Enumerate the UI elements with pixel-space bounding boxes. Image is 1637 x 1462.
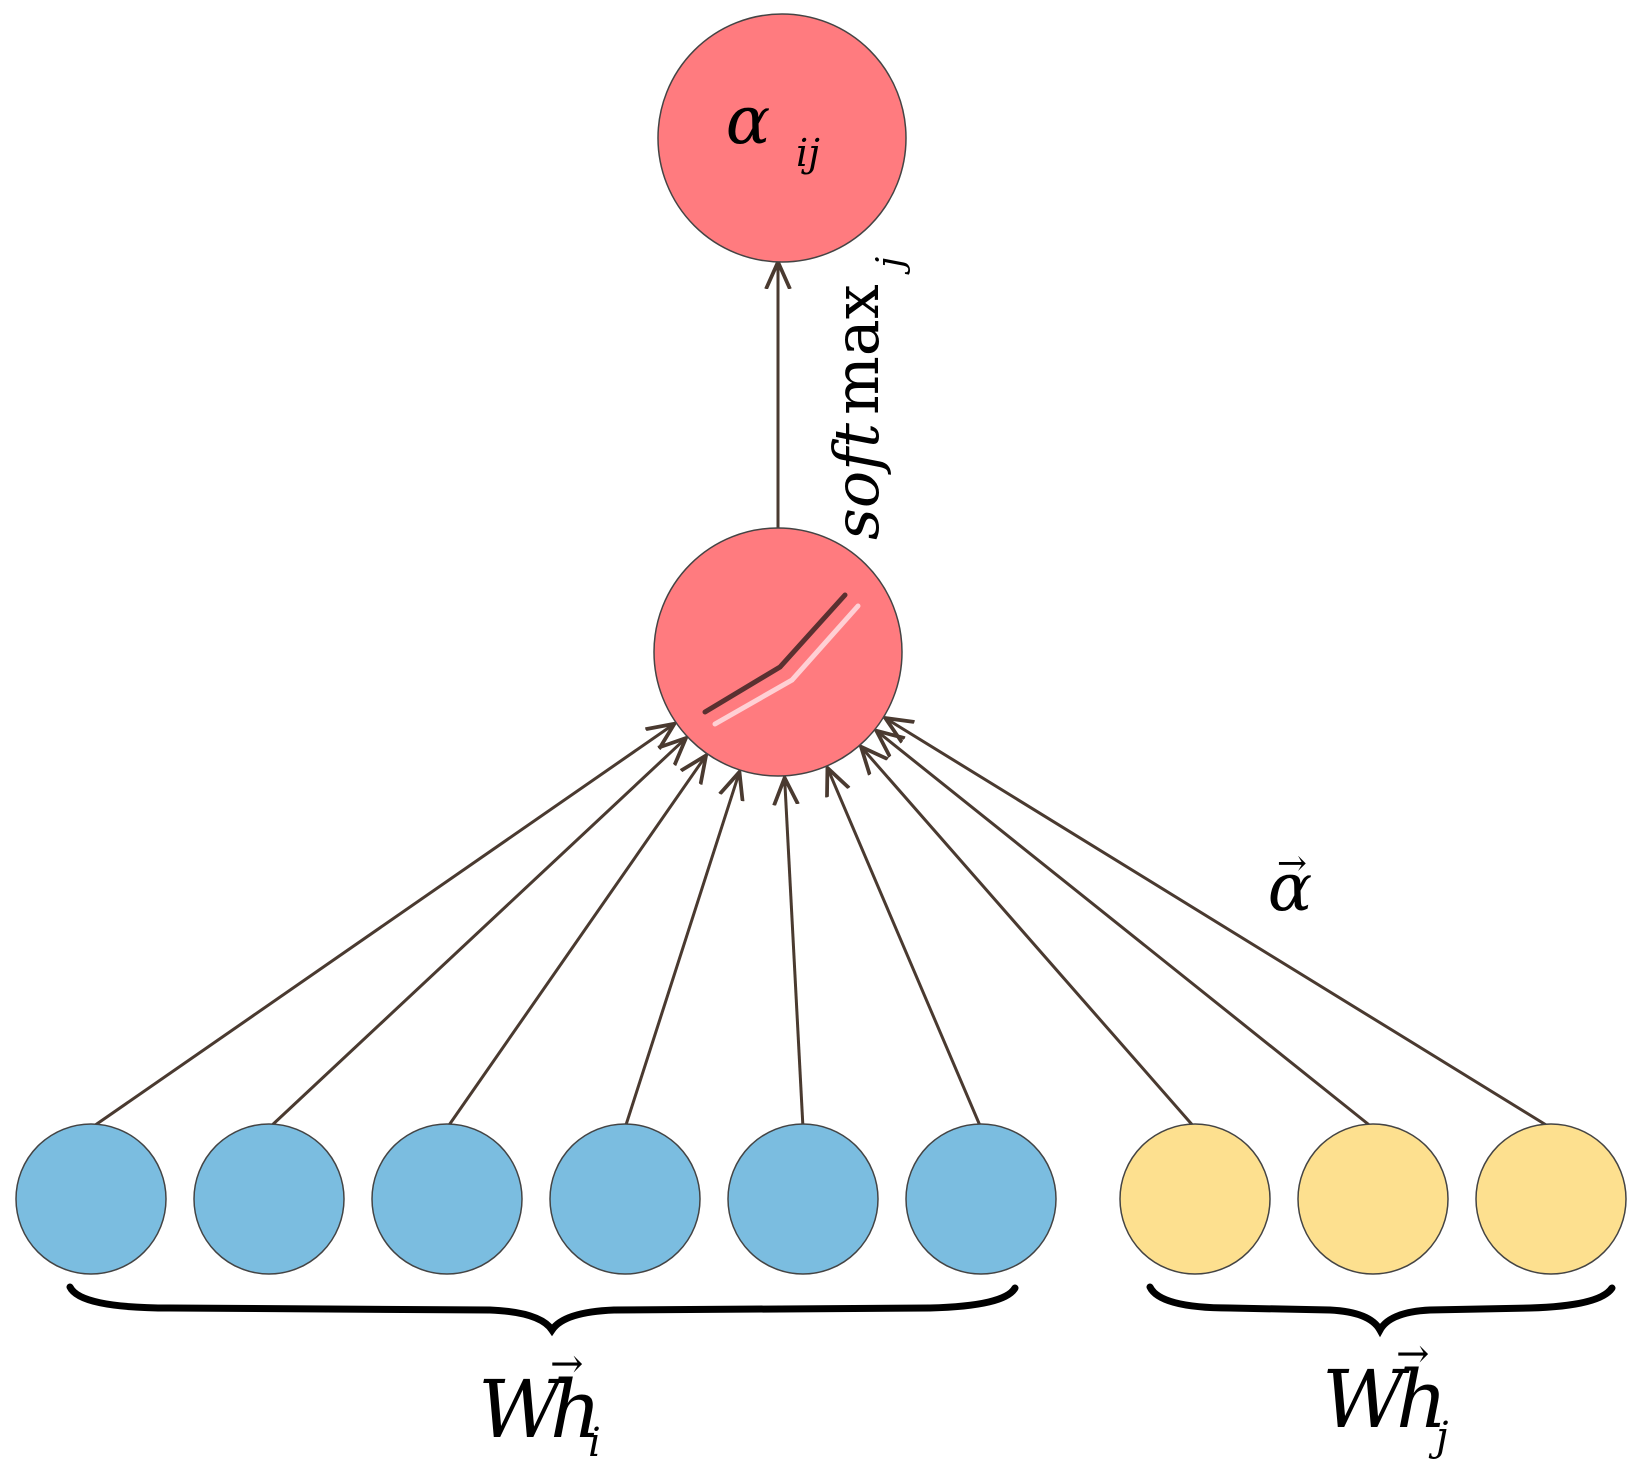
wh-j-edge-2 [876, 731, 1374, 1130]
wh-i-edge-1 [90, 724, 674, 1130]
wh-i-node-4 [549, 1123, 701, 1275]
softmax-label-subscript: j [870, 257, 911, 275]
wh-i-label-symbol: h [550, 1363, 602, 1456]
wh-j-edge-1 [861, 747, 1197, 1129]
wh-i-brace [66, 1283, 1019, 1337]
softmax-label-soft: soft [820, 423, 893, 540]
wh-i-node-5 [727, 1123, 879, 1275]
softmax-label: soft max j [820, 257, 911, 540]
wh-i-node-1 [15, 1123, 167, 1275]
input-nodes [15, 1123, 1627, 1275]
wh-i-node-6 [905, 1123, 1057, 1275]
wh-j-label-accent: → [1396, 1331, 1430, 1377]
softmax-label-max: max [820, 284, 893, 415]
wh-j-node-1 [1119, 1123, 1271, 1275]
wh-j-label: W h → j [1322, 1331, 1448, 1460]
relu-icon [702, 592, 861, 727]
wh-j-edge-3 [885, 718, 1552, 1130]
wh-i-node-2 [193, 1123, 345, 1275]
wh-i-edge-4 [623, 772, 739, 1129]
wh-j-node-3 [1475, 1123, 1627, 1275]
wh-j-label-prefix: W [1322, 1353, 1410, 1446]
wh-i-edge-5 [785, 778, 805, 1129]
attention-vector-label: → α [1268, 843, 1313, 926]
wh-i-edge-2 [267, 738, 686, 1130]
wh-j-label-symbol: h [1396, 1353, 1448, 1446]
attention-vector-accent: → [1277, 843, 1307, 884]
svg-text:softmax: soft max [820, 284, 893, 540]
attention-vector-symbol: α [1268, 849, 1313, 926]
attention-node [653, 527, 903, 777]
output-node: α ij [657, 13, 907, 263]
input-edges [90, 718, 1552, 1130]
wh-i-edge-3 [445, 755, 706, 1129]
wh-i-node-3 [371, 1123, 523, 1275]
wh-j-node-2 [1297, 1123, 1449, 1275]
output-node-subscript: ij [796, 131, 820, 175]
output-node-symbol: α [726, 82, 771, 159]
wh-i-edge-6 [827, 768, 983, 1129]
wh-i-label-subscript: i [588, 1420, 601, 1462]
wh-j-brace [1146, 1283, 1616, 1338]
wh-i-label-prefix: W [478, 1363, 566, 1456]
wh-i-label-accent: → [550, 1341, 584, 1387]
wh-i-label: W h → i [478, 1341, 602, 1462]
